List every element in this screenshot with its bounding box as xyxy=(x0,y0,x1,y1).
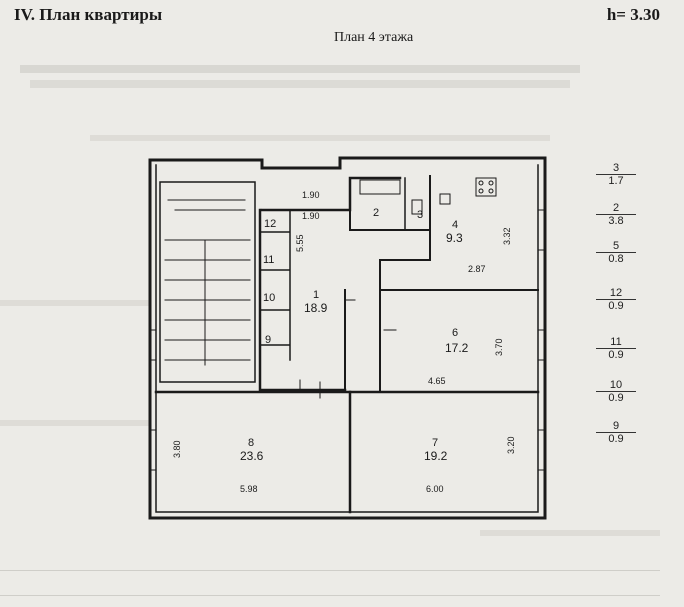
legend-numerator: 11 xyxy=(596,336,636,349)
legend-denominator: 0.8 xyxy=(608,253,624,265)
dim-3-70: 3.70 xyxy=(494,338,504,356)
legend-numerator: 3 xyxy=(596,162,636,175)
dim-4-65: 4.65 xyxy=(428,376,446,386)
legend-item: 10 0.9 xyxy=(596,379,636,404)
dim-3-32: 3.32 xyxy=(502,227,512,245)
room-8-number: 8 xyxy=(248,437,254,449)
dim-5-55: 5.55 xyxy=(295,234,305,252)
room-4-number: 4 xyxy=(452,219,458,231)
room-4-area: 9.3 xyxy=(446,231,463,245)
page-title: IV. План квартиры xyxy=(14,5,163,24)
legend-item: 2 3.8 xyxy=(596,202,636,227)
plan-subtitle: План 4 этажа xyxy=(334,30,414,45)
legend-numerator: 5 xyxy=(596,240,636,253)
dim-5-98: 5.98 xyxy=(240,484,258,494)
legend-item: 3 1.7 xyxy=(596,162,636,187)
dim-2-87: 2.87 xyxy=(468,264,486,274)
room-12-number: 12 xyxy=(264,218,276,230)
legend-item: 9 0.9 xyxy=(596,420,636,445)
legend-denominator: 0.9 xyxy=(608,433,624,445)
room-1-area: 18.9 xyxy=(304,301,328,315)
legend-item: 12 0.9 xyxy=(596,287,636,312)
room-6-number: 6 xyxy=(452,327,458,339)
room-7-number: 7 xyxy=(432,437,438,449)
room-2-number: 2 xyxy=(373,207,379,219)
dim-1-90-bottom: 1.90 xyxy=(302,211,320,221)
dim-3-80: 3.80 xyxy=(172,440,182,458)
legend-denominator: 1.7 xyxy=(608,175,624,187)
room-1-number: 1 xyxy=(313,289,319,301)
room-8-area: 23.6 xyxy=(240,449,264,463)
legend-item: 5 0.8 xyxy=(596,240,636,265)
room-9-number: 9 xyxy=(265,334,271,346)
legend-denominator: 0.9 xyxy=(608,392,624,404)
room-11-number: 11 xyxy=(263,254,274,266)
room-6-area: 17.2 xyxy=(445,341,469,355)
legend-numerator: 2 xyxy=(596,202,636,215)
legend-denominator: 0.9 xyxy=(608,349,624,361)
room-10-number: 10 xyxy=(263,292,275,304)
legend-numerator: 9 xyxy=(596,420,636,433)
dim-6-00: 6.00 xyxy=(426,484,444,494)
dim-3-20: 3.20 xyxy=(506,436,516,454)
dim-1-90-top: 1.90 xyxy=(302,190,320,200)
legend-item: 11 0.9 xyxy=(596,336,636,361)
ceiling-height-label: h= 3.30 xyxy=(606,5,660,24)
legend-denominator: 3.8 xyxy=(608,215,624,227)
legend-numerator: 12 xyxy=(596,287,636,300)
legend-numerator: 10 xyxy=(596,379,636,392)
room-3-number: 3 xyxy=(417,209,423,221)
legend-denominator: 0.9 xyxy=(608,300,624,312)
room-7-area: 19.2 xyxy=(424,449,448,463)
